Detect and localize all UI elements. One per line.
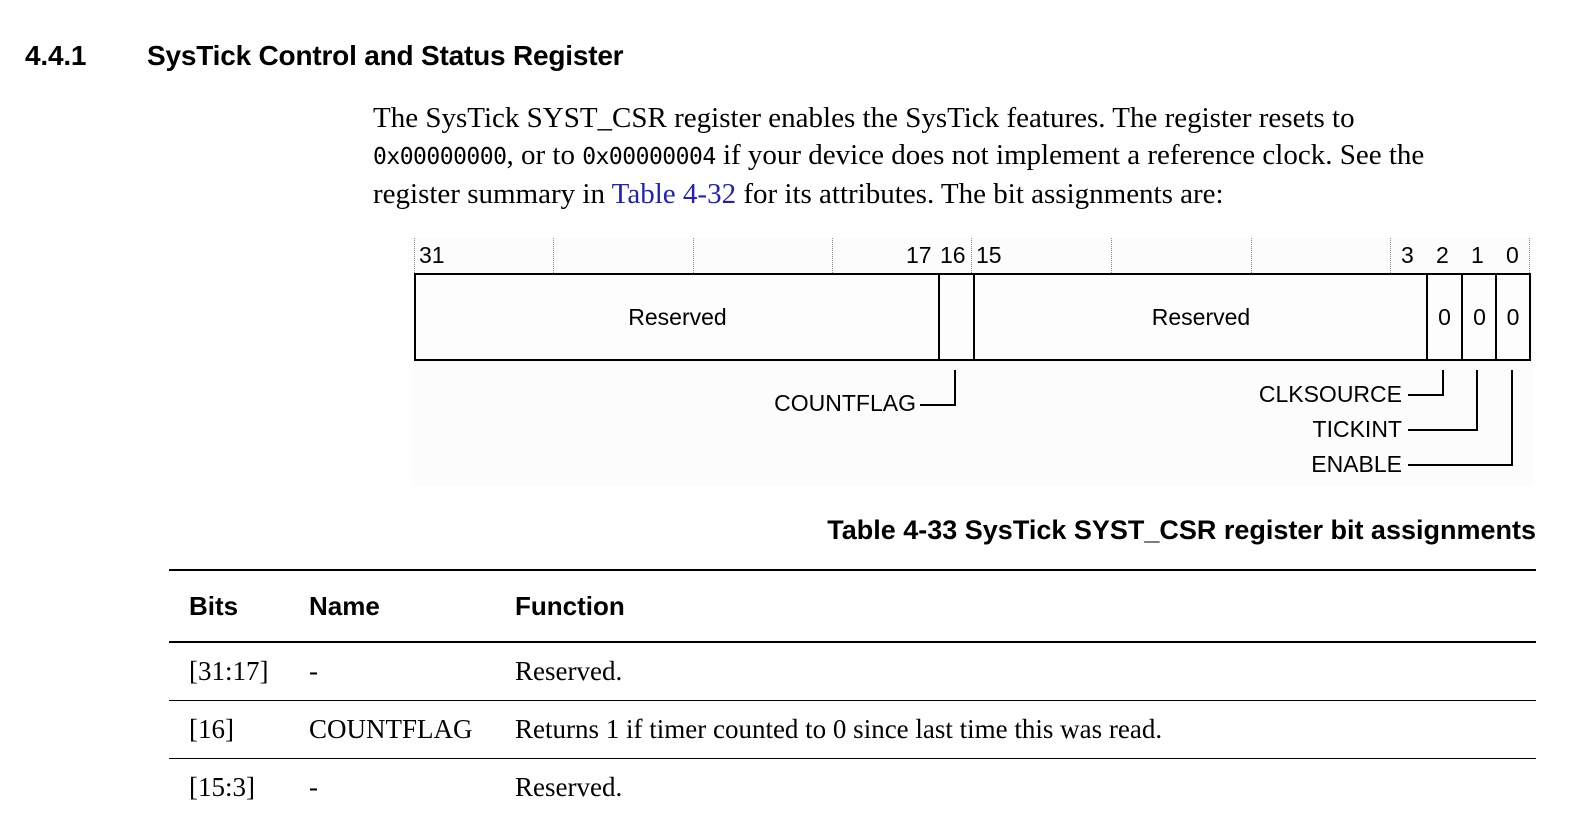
cell-function: Returns 1 if timer counted to 0 since la… [495, 700, 1536, 759]
cell-function: Reserved. [495, 641, 1536, 701]
header-name: Name [309, 590, 380, 621]
bit-number-15: 15 [976, 242, 1002, 268]
header-function: Function [515, 590, 625, 621]
table-4-32-link[interactable]: Table 4-32 [611, 178, 737, 210]
field-reserved-mid: Reserved [973, 275, 1427, 359]
section-number: 4.4.1 [25, 40, 87, 71]
callout-line [1442, 370, 1444, 396]
cell-bits: [16] [169, 700, 289, 759]
intro-text-1: The SysTick SYST_CSR register enables th… [373, 102, 1355, 134]
field-enable: 0 [1495, 275, 1529, 359]
table-row: [15:3] - Reserved. [169, 758, 1536, 816]
register-bit-diagram: 31 17 16 15 3 2 1 0 Reserved Reserved 0 … [413, 238, 1533, 486]
bit-number-16: 16 [940, 242, 966, 268]
callout-enable: ENABLE [1311, 451, 1402, 477]
callout-line [920, 404, 956, 406]
tick-line [553, 238, 554, 273]
bit-number-1: 1 [1471, 242, 1484, 268]
tick-line [971, 238, 972, 273]
intro-text-3: if your device does not implement a refe… [373, 139, 1425, 210]
reset-value-code: 0x00000000 [373, 144, 507, 170]
cell-function: Reserved. [495, 758, 1536, 816]
register-box: Reserved Reserved 0 0 0 [414, 273, 1531, 361]
callout-clksource: CLKSOURCE [1258, 381, 1402, 407]
bit-number-2: 2 [1436, 242, 1449, 268]
field-reserved-high: Reserved [628, 303, 727, 330]
section-title: SysTick Control and Status Register [147, 40, 624, 71]
bit-number-3: 3 [1401, 242, 1414, 268]
field-clksource: 0 [1426, 275, 1461, 359]
callout-line [1476, 370, 1478, 431]
intro-text-2: , or to [506, 139, 583, 171]
cell-bits: [31:17] [169, 641, 289, 701]
table-header-row: Bits Name Function [169, 570, 1536, 642]
callout-line [954, 370, 956, 406]
cell-name: COUNTFLAG [289, 700, 495, 759]
reset-value-alt-code: 0x00000004 [582, 144, 716, 170]
tick-line [414, 238, 415, 273]
bit-number-17: 17 [906, 242, 932, 268]
table-row: [16] COUNTFLAG Returns 1 if timer counte… [169, 700, 1536, 759]
tick-line [1529, 238, 1530, 273]
callout-tickint: TICKINT [1312, 416, 1402, 442]
bit-number-0: 0 [1506, 242, 1519, 268]
intro-paragraph: The SysTick SYST_CSR register enables th… [373, 100, 1493, 213]
tick-line [1251, 238, 1252, 273]
tick-line [1390, 238, 1391, 273]
callout-line [1408, 429, 1478, 431]
callout-line [1511, 370, 1513, 466]
tick-line [1111, 238, 1112, 273]
header-bits: Bits [189, 590, 239, 621]
field-countflag [938, 275, 973, 359]
callout-line [1408, 464, 1513, 466]
field-tickint: 0 [1461, 275, 1496, 359]
tick-line [832, 238, 833, 273]
tick-line [693, 238, 694, 273]
cell-name: - [289, 641, 495, 701]
callout-countflag: COUNTFLAG [774, 390, 916, 416]
bit-assignments-table: Bits Name Function [31:17] - Reserved. [… [169, 569, 1536, 816]
table-caption: Table 4-33 SysTick SYST_CSR register bit… [827, 515, 1536, 545]
cell-bits: [15:3] [169, 758, 289, 816]
table-row: [31:17] - Reserved. [169, 641, 1536, 701]
intro-text-4: for its attributes. The bit assignments … [736, 178, 1224, 210]
callout-line [1408, 394, 1444, 396]
cell-name: - [289, 758, 495, 816]
bit-number-31: 31 [419, 242, 445, 268]
